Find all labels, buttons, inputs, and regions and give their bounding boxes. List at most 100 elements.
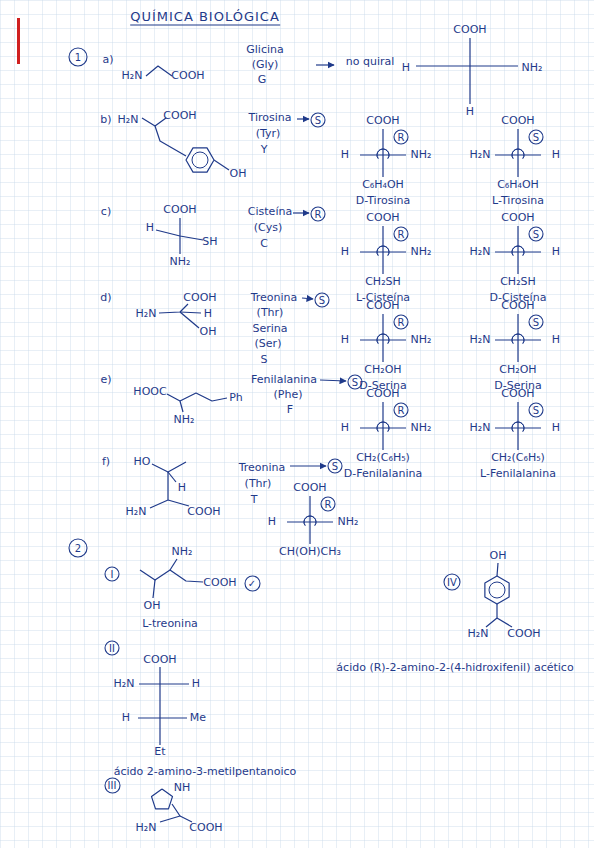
circled-text: 2	[68, 538, 88, 558]
fischer-cross	[495, 154, 541, 155]
handwritten-label: CH₂(C₆H₅)	[491, 452, 545, 465]
circled-text: R	[310, 206, 326, 222]
circled-mark: ✓	[244, 575, 261, 592]
circled-mark: S	[327, 458, 343, 474]
circled-mark: S	[528, 402, 544, 418]
bond-line	[486, 604, 497, 627]
bond-line	[168, 500, 189, 506]
handwritten-label: CH₂OH	[364, 364, 401, 377]
handwritten-label: Serina	[252, 323, 287, 336]
bond-line	[138, 717, 187, 718]
circled-mark: S	[310, 112, 326, 128]
handwritten-label: Ph	[229, 392, 243, 405]
circled-text: R	[320, 496, 336, 512]
handwritten-label: COOH	[143, 654, 176, 667]
fischer-cross	[517, 226, 518, 274]
bond-line	[497, 618, 512, 627]
fischer-cross	[382, 226, 383, 274]
circled-text: 1	[68, 47, 88, 67]
circled-mark: III	[104, 777, 121, 794]
ring	[485, 576, 509, 604]
bond-line	[155, 126, 186, 156]
handwritten-label: NH₂	[411, 246, 432, 259]
handwritten-label: f)	[102, 456, 110, 469]
handwritten-label: C₆H₄OH	[497, 179, 539, 192]
handwritten-label: T	[251, 494, 258, 507]
handwritten-label: NH₂	[172, 546, 193, 559]
circled-text: S	[528, 402, 544, 418]
handwritten-label: OH	[490, 550, 507, 563]
handwritten-label: (Ser)	[255, 338, 282, 351]
margin-mark	[17, 18, 20, 64]
handwritten-label: NH₂	[174, 414, 195, 427]
handwritten-label: H	[204, 308, 212, 321]
bond-line	[152, 462, 186, 472]
handwritten-label: (Gly)	[252, 59, 279, 72]
circled-text: IV	[443, 573, 461, 591]
handwritten-label: H₂N	[118, 114, 139, 127]
handwritten-label: Et	[154, 746, 165, 759]
circled-text: S	[327, 458, 343, 474]
fischer-cross	[309, 496, 310, 544]
handwritten-label: H	[402, 62, 410, 75]
handwritten-label: COOH	[501, 115, 534, 128]
handwritten-label: (Cys)	[254, 222, 283, 235]
circled-mark: S	[314, 292, 330, 308]
handwritten-label: L-Fenilalanina	[480, 468, 556, 481]
handwritten-label: SH	[202, 236, 217, 249]
handwritten-label: NH₂	[522, 62, 543, 75]
circled-mark: 1	[68, 47, 88, 67]
handwritten-label: H	[552, 422, 560, 435]
handwritten-label: CH₂(C₆H₅)	[356, 452, 410, 465]
handwritten-label: OH	[230, 168, 247, 181]
circled-text: R	[393, 314, 409, 330]
handwritten-label: H	[341, 422, 349, 435]
bond-line	[159, 667, 160, 745]
bond-line	[139, 683, 189, 684]
handwritten-label: COOH	[183, 292, 216, 305]
circled-text: ✓	[244, 575, 261, 592]
handwritten-label: HOOC	[133, 386, 166, 399]
handwritten-label: H₂N	[136, 308, 157, 321]
handwritten-label: d)	[100, 292, 111, 305]
circled-text: R	[393, 129, 409, 145]
rotation-arrow	[512, 334, 524, 344]
circled-text: S	[528, 226, 544, 242]
bond-line	[140, 570, 203, 582]
circled-text: S	[310, 112, 326, 128]
handwritten-label: COOH	[171, 70, 204, 83]
handwritten-label: (Thr)	[257, 307, 284, 320]
handwritten-label: c)	[101, 206, 111, 219]
handwritten-label: Fenilalanina	[251, 374, 317, 387]
handwritten-label: H₂N	[136, 822, 157, 835]
handwritten-label: COOH	[189, 822, 222, 835]
handwritten-label: L-Tirosina	[492, 195, 544, 208]
handwritten-label: COOH	[501, 212, 534, 225]
handwritten-label: COOH	[501, 300, 534, 313]
handwritten-label: L-treonina	[142, 618, 198, 631]
circled-text: S	[528, 314, 544, 330]
handwritten-label: ácido 2-amino-3-metilpentanoico	[114, 766, 297, 779]
handwritten-label: OH	[200, 326, 217, 339]
fischer-cross	[469, 38, 470, 104]
circled-mark: R	[310, 206, 326, 222]
arrow	[290, 465, 326, 466]
rotation-arrow	[377, 149, 389, 159]
handwritten-label: H	[192, 678, 200, 691]
handwritten-label: Treonina	[239, 462, 286, 475]
circled-text: S	[314, 292, 330, 308]
handwritten-label: H	[341, 246, 349, 259]
handwritten-label: Y	[261, 144, 268, 157]
handwritten-label: COOH	[501, 388, 534, 401]
rotation-arrow	[512, 422, 524, 432]
fischer-cross	[382, 402, 383, 450]
fischer-cross	[517, 314, 518, 362]
handwritten-label: NH₂	[411, 149, 432, 162]
handwritten-label: NH₂	[170, 256, 191, 269]
handwritten-label: H	[178, 482, 186, 495]
handwritten-label: b)	[100, 114, 111, 127]
handwritten-label: COOH	[163, 204, 196, 217]
handwritten-label: a)	[102, 54, 113, 67]
handwritten-label: no quiral	[346, 56, 395, 69]
